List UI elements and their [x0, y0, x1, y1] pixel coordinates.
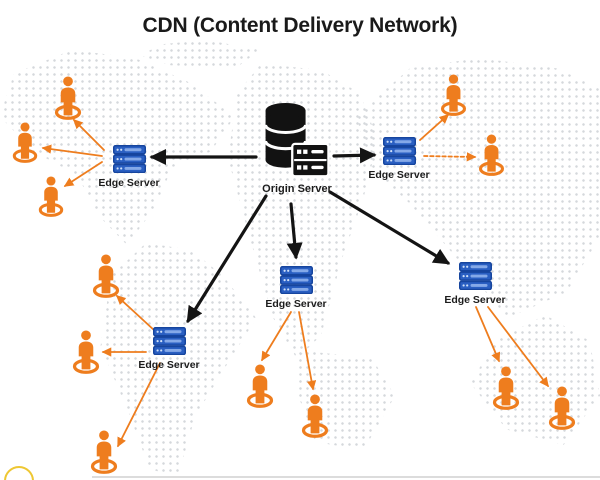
- user-icon: [301, 394, 329, 443]
- origin-server-node: Origin Server: [260, 102, 334, 195]
- edge-server-label: Edge Server: [444, 294, 506, 306]
- world-map-dots-australia: [470, 315, 600, 445]
- bottom-edge-line: [92, 476, 600, 478]
- origin-server-label: Origin Server: [262, 183, 332, 195]
- user-icon: [492, 366, 520, 415]
- server-rack-icon: [459, 262, 492, 290]
- server-rack-icon: [280, 266, 313, 294]
- edge-server-node-south-west: Edge Server: [136, 327, 202, 371]
- user-icon: [478, 134, 505, 181]
- user-icon: [440, 74, 467, 121]
- edge-server-node-south-east: Edge Server: [442, 262, 508, 306]
- server-rack-icon: [153, 327, 186, 355]
- edge-server-node-west: Edge Server: [96, 145, 162, 189]
- user-icon: [90, 430, 118, 479]
- database-server-icon: [262, 102, 332, 182]
- yellow-ring-decoration: [4, 466, 34, 480]
- edge-server-label: Edge Server: [98, 177, 160, 189]
- edge-server-label: Edge Server: [265, 298, 327, 310]
- user-icon: [548, 386, 576, 435]
- server-rack-icon: [383, 137, 416, 165]
- edge-server-label: Edge Server: [368, 169, 430, 181]
- edge-server-node-south: Edge Server: [263, 266, 329, 310]
- user-icon: [38, 176, 64, 222]
- user-icon: [72, 330, 100, 379]
- server-rack-icon: [113, 145, 146, 173]
- edge-server-label: Edge Server: [138, 359, 200, 371]
- user-icon: [246, 364, 274, 413]
- diagram-title: CDN (Content Delivery Network): [142, 14, 458, 37]
- user-icon: [54, 76, 82, 125]
- edge-server-node-east: Edge Server: [366, 137, 432, 181]
- user-icon: [12, 122, 38, 168]
- user-icon: [92, 254, 120, 303]
- world-map-dots-greenland: [140, 40, 260, 68]
